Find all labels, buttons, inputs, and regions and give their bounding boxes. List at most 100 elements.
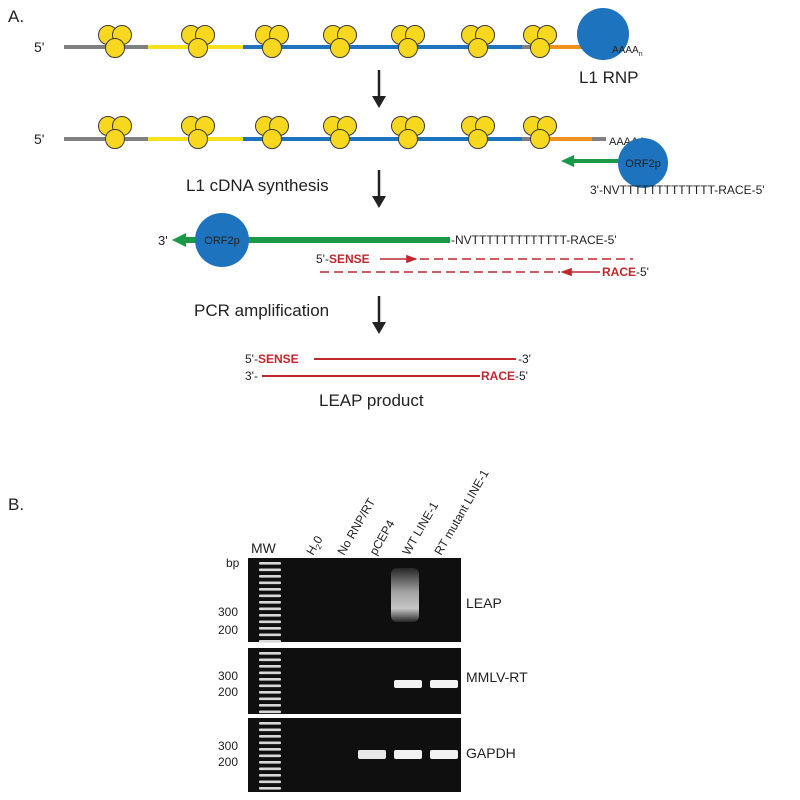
orf2p-circle	[618, 138, 668, 188]
ladder-band	[259, 671, 281, 675]
ribosome	[330, 129, 350, 149]
orf2p-label: ORF2p	[625, 158, 660, 170]
lane-label-rt-mutant: RT mutant LINE-1	[431, 467, 491, 558]
product-bot-text: RACE-5'	[481, 369, 528, 383]
cdna-arrowhead-3	[172, 233, 186, 247]
ladder-band	[259, 735, 281, 738]
ladder-band	[259, 780, 281, 784]
bp-label: bp	[226, 556, 240, 570]
mw-ladder	[259, 722, 281, 790]
gel-tick-200: 200	[218, 685, 238, 699]
leap-product: 5'-SENSE -3' 3'- RACE-5' LEAP product	[245, 352, 531, 410]
ladder-band	[259, 568, 281, 572]
mw-label: MW	[251, 540, 277, 556]
band-mmlv-mut	[430, 680, 458, 688]
lane-label-h2o: H20	[303, 533, 327, 558]
l1-rna-row2: 5' AAAAAn ORF2p 3'-NVTTTTTTTTTTTTT-RACE-…	[34, 116, 765, 197]
ladder-band	[259, 697, 281, 701]
product-label: LEAP product	[319, 391, 424, 410]
ribosomes-row1	[98, 25, 557, 58]
ribosome	[530, 38, 550, 58]
five-prime-label: 5'	[34, 131, 44, 147]
five-prime-label: 5'	[34, 39, 44, 55]
l1-rnp-circle	[577, 8, 629, 60]
ribosome	[105, 38, 125, 58]
mw-ladder	[259, 652, 281, 714]
panel-a-label: A.	[8, 7, 24, 26]
gel-leap: 300 200 LEAP	[218, 558, 502, 643]
ladder-band	[259, 684, 281, 688]
ladder-band	[259, 614, 281, 617]
cdna-row3: 3' ORF2p -NVTTTTTTTTTTTTT-RACE-5' 5'-SEN…	[158, 213, 649, 279]
ribosomes-row2	[98, 116, 557, 149]
down-arrow-3	[372, 296, 386, 334]
ladder-band	[259, 665, 281, 668]
step-cdna-synthesis: L1 cDNA synthesis	[186, 176, 329, 195]
ladder-band	[259, 601, 281, 604]
cdna-arrowhead	[561, 155, 574, 167]
ladder-band	[259, 652, 281, 655]
ribosome	[262, 129, 282, 149]
three-prime-label: 3'	[158, 233, 168, 248]
ladder-band	[259, 607, 281, 611]
ladder-band	[259, 594, 281, 598]
ribosome	[188, 38, 208, 58]
down-arrow-2	[372, 170, 386, 208]
ladder-band	[259, 562, 281, 565]
ladder-band	[259, 754, 281, 758]
ribosome	[330, 38, 350, 58]
primer-row2: 3'-NVTTTTTTTTTTTTT-RACE-5'	[590, 183, 765, 197]
ladder-band	[259, 787, 281, 790]
gel-gapdh: 300 200 GAPDH	[218, 718, 516, 792]
l1-rna-row1: 5' AAAAn L1 RNP	[34, 8, 643, 87]
ladder-band	[259, 640, 281, 643]
gel-tick-200: 200	[218, 623, 238, 637]
ladder-band	[259, 691, 281, 694]
ladder-band	[259, 761, 281, 764]
ladder-band	[259, 575, 281, 578]
lane-label-pcep4: pCEP4	[366, 517, 397, 557]
mw-ladder	[259, 562, 281, 643]
ribosome	[468, 38, 488, 58]
gel-tick-200: 200	[218, 755, 238, 769]
ladder-band	[259, 774, 281, 777]
band-mmlv-wt	[394, 680, 422, 688]
ribosome	[262, 38, 282, 58]
ladder-band	[259, 588, 281, 591]
gel-name-gapdh: GAPDH	[466, 745, 516, 761]
down-arrow-1	[372, 70, 386, 108]
step-pcr: PCR amplification	[194, 301, 329, 320]
ribosome	[468, 129, 488, 149]
gel-name-mmlv: MMLV-RT	[466, 669, 528, 685]
sense-line: 5'-SENSE	[316, 252, 370, 266]
gel-tick-300: 300	[218, 605, 238, 619]
ladder-band	[259, 678, 281, 681]
band-gapdh-pcep4	[358, 750, 386, 759]
race-line: RACE-5'	[602, 265, 649, 279]
orf2p-label-3: ORF2p	[204, 235, 239, 247]
polya-top: AAAAn	[612, 45, 643, 58]
ladder-band	[259, 581, 281, 585]
leap-smear-wt	[391, 568, 419, 622]
product-top-text: 5'-SENSE	[245, 352, 299, 366]
l1-rnp-label: L1 RNP	[579, 68, 639, 87]
product-top-suffix: -3'	[518, 352, 531, 366]
ladder-band	[259, 658, 281, 662]
ladder-band	[259, 633, 281, 637]
gel-tick-300: 300	[218, 739, 238, 753]
ladder-band	[259, 704, 281, 707]
panel-b-label: B.	[8, 495, 24, 514]
gel-mmlv: 300 200 MMLV-RT	[218, 648, 528, 714]
ribosome	[188, 129, 208, 149]
ladder-band	[259, 627, 281, 630]
ribosome	[105, 129, 125, 149]
ribosome	[398, 129, 418, 149]
ladder-band	[259, 722, 281, 725]
ladder-band	[259, 728, 281, 732]
ladder-band	[259, 748, 281, 751]
primer-row3: -NVTTTTTTTTTTTTT-RACE-5'	[451, 233, 617, 247]
ladder-band	[259, 710, 281, 714]
gel-name-leap: LEAP	[466, 595, 502, 611]
